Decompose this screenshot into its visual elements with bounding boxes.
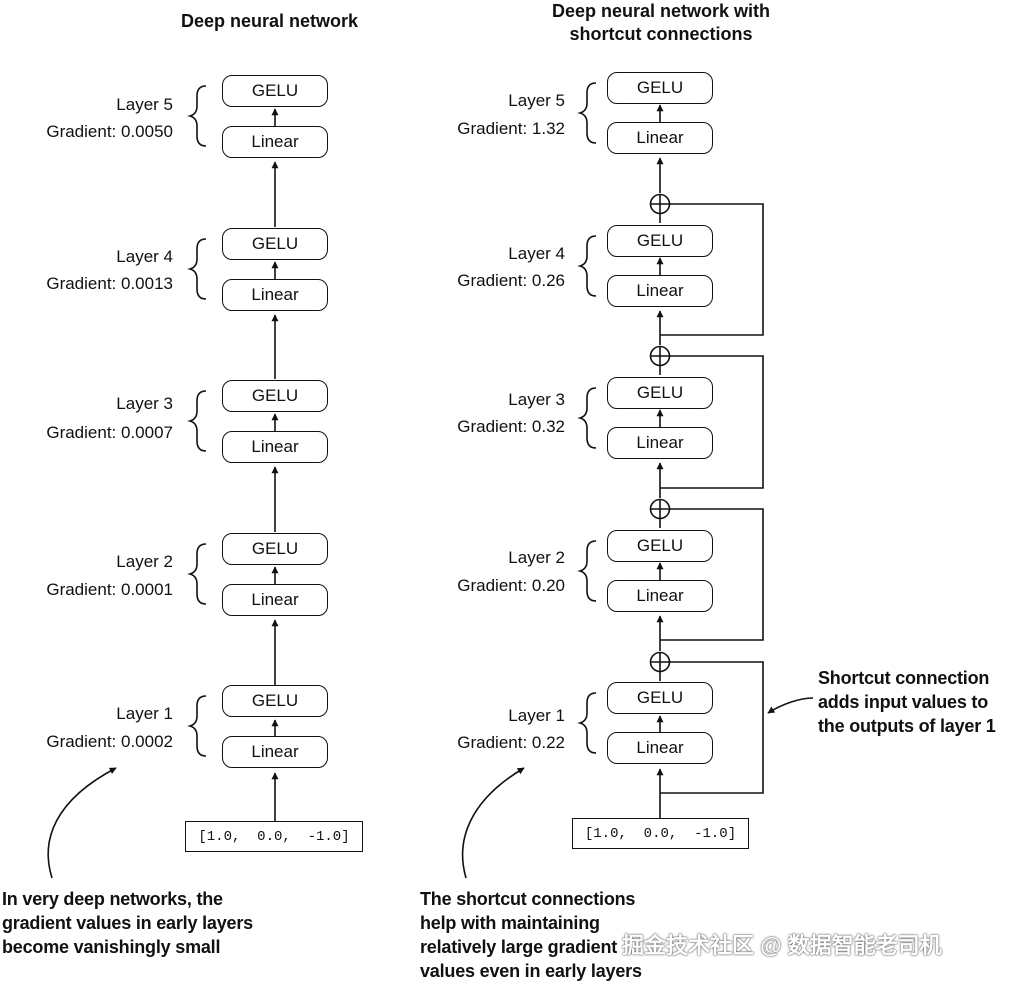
left-note-line2: gradient values in early layers [2, 913, 253, 933]
right-note-line2: help with maintaining [420, 913, 600, 933]
right-layer5-linear: Linear [607, 122, 713, 154]
right-layer2-gradient: Gradient: 0.20 [457, 576, 565, 595]
left-layer3-linear: Linear [222, 431, 328, 463]
left-layer5-label: Layer 5 [116, 95, 173, 114]
right-layer3-gelu: GELU [607, 377, 713, 409]
right-layer5-gelu: GELU [607, 72, 713, 104]
right-layer1-gradient: Gradient: 0.22 [457, 733, 565, 752]
left-layer2-gelu: GELU [222, 533, 328, 565]
right-input-vector: [1.0, 0.0, -1.0] [572, 818, 749, 849]
right-note-line1: The shortcut connections [420, 889, 636, 909]
shortcut-note-line3: the outputs of layer 1 [818, 716, 996, 736]
right-layer3-label: Layer 3 [508, 390, 565, 409]
watermark: 掘金技术社区 @ 数据智能老司机 [622, 933, 942, 958]
left-layer3-label: Layer 3 [116, 394, 173, 413]
right-layer1-linear: Linear [607, 732, 713, 764]
right-layer4-gelu: GELU [607, 225, 713, 257]
shortcut-note-line1: Shortcut connection [818, 668, 990, 688]
right-layer5-label: Layer 5 [508, 91, 565, 110]
left-layer3-gradient: Gradient: 0.0007 [46, 423, 173, 442]
left-layer5-linear: Linear [222, 126, 328, 158]
right-layer2-gelu: GELU [607, 530, 713, 562]
left-layer2-label: Layer 2 [116, 552, 173, 571]
right-note: The shortcut connections help with maint… [420, 887, 642, 983]
left-layer1-gelu: GELU [222, 685, 328, 717]
right-note-line4: values even in early layers [420, 961, 642, 981]
left-layer1-label: Layer 1 [116, 704, 173, 723]
left-layer4-gelu: GELU [222, 228, 328, 260]
right-layer2-linear: Linear [607, 580, 713, 612]
left-note: In very deep networks, the gradient valu… [2, 887, 253, 959]
left-layer4-label: Layer 4 [116, 247, 173, 266]
right-layer1-label: Layer 1 [508, 706, 565, 725]
right-title: Deep neural network with shortcut connec… [520, 0, 802, 46]
left-note-line1: In very deep networks, the [2, 889, 223, 909]
left-input-vector: [1.0, 0.0, -1.0] [185, 821, 363, 852]
right-note-line3: relatively large gradient [420, 937, 618, 957]
shortcut-note-line2: adds input values to [818, 692, 989, 712]
right-layer4-label: Layer 4 [508, 244, 565, 263]
right-layer4-linear: Linear [607, 275, 713, 307]
right-title-line2: shortcut connections [569, 24, 753, 44]
right-title-line1: Deep neural network with [551, 1, 771, 21]
shortcut-note: Shortcut connection adds input values to… [818, 666, 996, 738]
right-layer2-label: Layer 2 [508, 548, 565, 567]
left-layer1-gradient: Gradient: 0.0002 [46, 732, 173, 751]
left-layer4-gradient: Gradient: 0.0013 [46, 274, 173, 293]
right-layer4-gradient: Gradient: 0.26 [457, 271, 565, 290]
right-layer5-gradient: Gradient: 1.32 [457, 119, 565, 138]
left-layer3-gelu: GELU [222, 380, 328, 412]
right-layer1-gelu: GELU [607, 682, 713, 714]
left-layer1-linear: Linear [222, 736, 328, 768]
right-layer3-linear: Linear [607, 427, 713, 459]
left-layer2-gradient: Gradient: 0.0001 [46, 580, 173, 599]
left-layer5-gradient: Gradient: 0.0050 [46, 122, 173, 141]
left-note-line3: become vanishingly small [2, 937, 221, 957]
left-layer4-linear: Linear [222, 279, 328, 311]
right-layer3-gradient: Gradient: 0.32 [457, 417, 565, 436]
left-layer2-linear: Linear [222, 584, 328, 616]
left-layer5-gelu: GELU [222, 75, 328, 107]
left-title: Deep neural network [181, 11, 359, 31]
